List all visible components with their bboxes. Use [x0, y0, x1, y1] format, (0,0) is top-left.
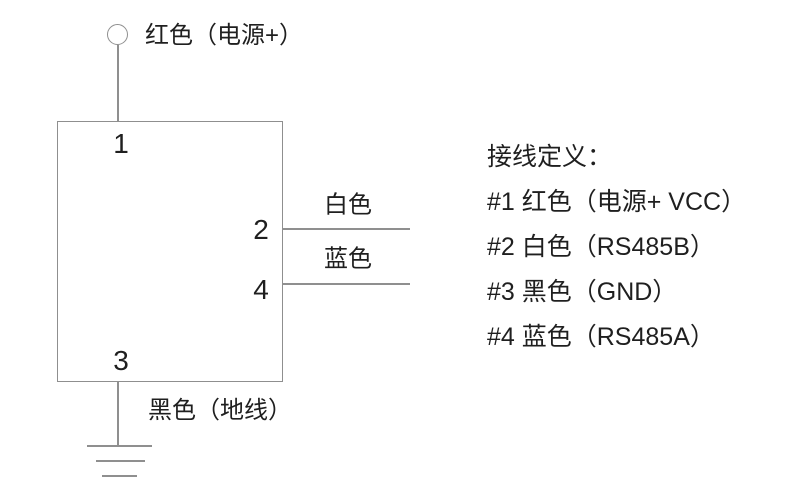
legend: 接线定义： #1 红色（电源+ VCC） #2 白色（RS485B） #3 黑色…	[487, 135, 746, 360]
pin-4-label: 4	[253, 274, 269, 305]
pin2-white-wire	[283, 228, 410, 230]
pin4-blue-wire	[283, 283, 410, 285]
power-wire-label: 红色（电源+）	[145, 22, 304, 49]
device-box	[57, 121, 283, 382]
ground-bar-middle	[96, 460, 145, 462]
ground-bar-bottom	[102, 475, 137, 477]
legend-entry-pin4: #4 蓝色（RS485A）	[487, 323, 715, 351]
white-wire-label: 白色	[324, 191, 372, 219]
ground-bar-top	[87, 445, 152, 447]
ground-wire	[117, 382, 119, 446]
legend-entry-pin1: #1 红色（电源+ VCC）	[487, 188, 747, 216]
ground-wire-label: 黑色（地线）	[148, 397, 292, 424]
power-terminal-icon	[107, 24, 128, 45]
legend-title: 接线定义：	[487, 143, 613, 171]
pin-2-label: 2	[253, 214, 269, 245]
blue-wire-label: 蓝色	[324, 245, 372, 273]
legend-entry-pin3: #3 黑色（GND）	[487, 278, 678, 306]
pin-3-label: 3	[113, 345, 129, 376]
pin-1-label: 1	[113, 128, 129, 159]
power-wire	[117, 45, 119, 121]
legend-entry-pin2: #2 白色（RS485B）	[487, 233, 715, 261]
